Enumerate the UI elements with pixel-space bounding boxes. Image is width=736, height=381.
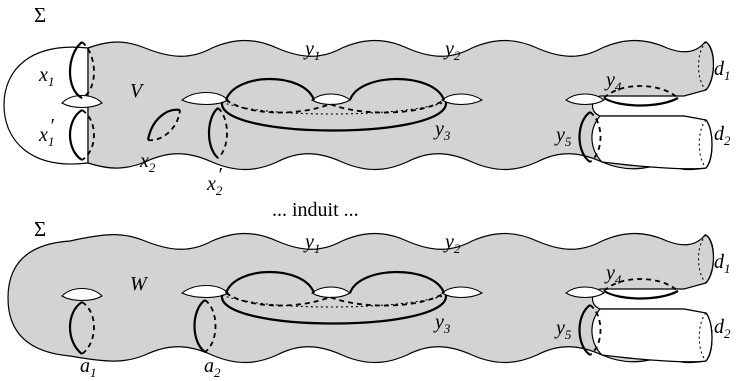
x2-curve	[146, 108, 181, 141]
label-y2-bottom: y2	[443, 231, 461, 256]
bottom-hole-4	[441, 286, 484, 299]
x1-curve	[69, 41, 83, 99]
y4-curve-back-bottom	[603, 278, 679, 292]
label-y5-top: y5	[554, 124, 572, 149]
y1-curve-bottom	[224, 270, 316, 294]
label-d1-top: d1	[714, 58, 731, 83]
a1-curve-back	[81, 301, 95, 355]
top-sigma-label: Σ	[34, 3, 46, 27]
y1-curve	[224, 77, 316, 101]
hole-2	[180, 91, 229, 106]
bottom-hole-5	[565, 286, 605, 299]
bottom-right-tube	[591, 308, 713, 363]
label-x2-prime: x2′	[206, 164, 223, 198]
y5-curve-back-bottom	[589, 304, 602, 356]
top-right-tube	[591, 115, 713, 170]
x1-curve-back	[81, 41, 95, 99]
label-x1: x1	[38, 64, 54, 89]
top-surface-body	[87, 39, 715, 171]
induced-caption: ... induit ...	[272, 199, 359, 221]
hole-4	[441, 93, 484, 106]
x2p-curve	[207, 107, 219, 159]
a2-curve	[193, 299, 206, 353]
bottom-handlebody-label: W	[130, 273, 149, 295]
y4-curve	[603, 97, 679, 107]
hole-5	[565, 93, 605, 106]
x2p-curve-back	[217, 107, 228, 159]
d1-solid-half	[705, 41, 715, 91]
y12-curve-back	[225, 99, 445, 114]
bottom-hole-2	[180, 284, 229, 299]
d1-dotted-half	[697, 41, 707, 91]
d2-dotted-half	[698, 119, 707, 169]
y2-curve	[348, 77, 446, 101]
y3-curve-back	[221, 101, 447, 115]
bottom-surface	[7, 232, 715, 364]
label-y4-bottom: y4	[604, 262, 622, 287]
label-y2-top: y2	[443, 38, 461, 63]
bottom-hole-1	[61, 287, 103, 302]
label-d1-bottom: d1	[714, 251, 731, 276]
label-d2-top: d2	[714, 123, 731, 148]
label-y1-top: y1	[303, 38, 320, 63]
a2-curve-back	[204, 299, 217, 353]
y2-curve-bottom	[348, 270, 446, 294]
y3-curve-back-bottom	[221, 294, 447, 308]
x2-curve-back	[147, 109, 181, 142]
a1-curve	[69, 301, 83, 355]
y3-curve-bottom	[220, 294, 448, 325]
y12-curve-back-bottom	[225, 292, 445, 307]
label-d2-bottom: d2	[714, 316, 731, 341]
d2-solid-half-bottom	[705, 312, 713, 362]
label-y5-bottom: y5	[554, 317, 572, 342]
label-y4-top: y4	[604, 69, 622, 94]
y5-curve-bottom	[578, 304, 591, 356]
label-a1: a1	[80, 355, 97, 380]
y5-curve	[578, 111, 591, 163]
y5-curve-back	[589, 111, 602, 163]
label-x2: x2	[139, 150, 156, 175]
label-y1-bottom: y1	[303, 231, 320, 256]
top-handlebody-label: V	[130, 80, 145, 102]
label-y3-bottom: y3	[433, 311, 451, 336]
y4-curve-back	[603, 85, 679, 99]
x1p-curve-back	[81, 109, 95, 161]
d2-solid-half	[705, 119, 713, 169]
top-surface	[3, 39, 715, 171]
y4-curve-bottom	[603, 290, 679, 300]
x1p-curve	[69, 109, 83, 161]
d2-dotted-half-bottom	[698, 312, 707, 362]
top-left-cap	[3, 46, 89, 165]
label-a2: a2	[204, 355, 221, 380]
label-y3-top: y3	[433, 118, 451, 143]
d1-dotted-half-bottom	[697, 234, 707, 284]
bottom-sigma-label: Σ	[34, 217, 46, 241]
d1-solid-half-bottom	[705, 234, 715, 284]
hole-1	[61, 94, 103, 109]
label-x1-prime: x1′	[38, 115, 54, 149]
y3-curve	[220, 101, 448, 132]
